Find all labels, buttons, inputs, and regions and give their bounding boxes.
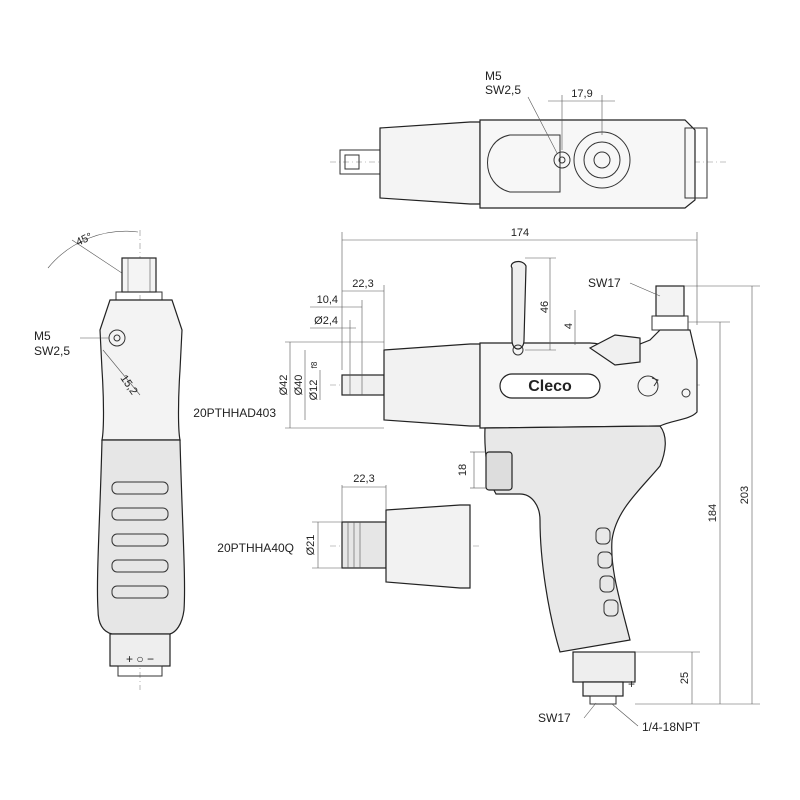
main-view-grip-slot-2 bbox=[597, 551, 613, 569]
main-view-reverse-button bbox=[588, 334, 641, 366]
top-view-inner-ring bbox=[593, 151, 611, 169]
side-view-base bbox=[117, 665, 163, 677]
attachment-label-1: 20PTHHAD403 bbox=[193, 406, 276, 420]
top-view-lever-recess bbox=[487, 134, 561, 193]
side-view-offset-line bbox=[102, 349, 141, 396]
top-view-dim-width: 17,9 bbox=[571, 88, 592, 100]
top-view-leader bbox=[527, 96, 558, 154]
main-view-front-housing bbox=[383, 343, 481, 427]
main-view-grip-slot-3 bbox=[599, 575, 615, 593]
thread-leader bbox=[611, 703, 639, 727]
side-view-screw-label: M5 bbox=[34, 329, 51, 343]
attachment-housing bbox=[385, 504, 471, 589]
side-view-grip bbox=[96, 439, 186, 635]
top-view-main-housing bbox=[479, 119, 696, 209]
main-view-logo-badge bbox=[499, 373, 601, 399]
attachment-label-2: 20PTHHA40Q bbox=[217, 541, 294, 555]
top-view-screw-center bbox=[558, 156, 566, 164]
side-view-grip-slot-3 bbox=[111, 533, 169, 547]
top-view-wrench-label: SW2,5 bbox=[485, 83, 521, 97]
side-view: 45° + ○ − M5 SW2,5 15,2 bbox=[34, 230, 186, 690]
main-view-bottom-collar bbox=[572, 651, 636, 683]
bottom-wrench-label: SW17 bbox=[538, 711, 571, 725]
main-view: Cleco + 174 22,3 10,4 Ø2,4 bbox=[193, 227, 760, 734]
side-view-reverse-collar bbox=[109, 633, 171, 667]
top-view: 17,9 M5 SW2,5 bbox=[330, 69, 728, 209]
main-view-top-fitting-base bbox=[651, 315, 689, 331]
side-view-angle: 45° bbox=[74, 231, 94, 249]
attachment-dim-22: 22,3 bbox=[353, 473, 374, 485]
dim-lever-46: 46 bbox=[539, 301, 551, 313]
dim-dia-42: Ø42 bbox=[278, 375, 290, 396]
main-view-side-screw bbox=[681, 388, 691, 398]
inlet-wrench-label: SW17 bbox=[588, 276, 621, 290]
top-view-screw-label: M5 bbox=[485, 69, 502, 83]
side-view-grip-slot-1 bbox=[111, 481, 169, 495]
inlet-wrench-leader bbox=[629, 282, 661, 297]
main-view-top-fitting bbox=[655, 285, 685, 317]
main-view-rotation-icon bbox=[637, 375, 659, 397]
main-view-handle bbox=[484, 425, 666, 653]
main-view-square-drive bbox=[341, 374, 385, 396]
main-view-logo-text: Cleco bbox=[528, 378, 572, 395]
dim-height-203: 203 bbox=[739, 486, 751, 504]
attachment-view: 22,3 Ø21 20PTHHA40Q bbox=[217, 473, 480, 589]
top-view-mid-ring bbox=[583, 141, 621, 179]
side-view-grip-slot-2 bbox=[111, 507, 169, 521]
top-view-inlet bbox=[684, 127, 708, 199]
bottom-wrench-leader bbox=[583, 702, 597, 719]
dim-front-10: 10,4 bbox=[317, 294, 338, 306]
dim-height-184: 184 bbox=[707, 504, 719, 522]
main-view-rotation-arrow-icon bbox=[651, 377, 659, 387]
side-view-grip-slot-5 bbox=[111, 585, 169, 599]
dim-base-25: 25 bbox=[679, 672, 691, 684]
dim-total-length: 174 bbox=[511, 227, 529, 239]
side-view-head bbox=[99, 299, 183, 441]
top-view-front-housing bbox=[379, 121, 481, 205]
dim-trigger-18: 18 bbox=[457, 464, 469, 476]
side-view-angle-arc bbox=[47, 230, 139, 269]
dim-dia-12-tol: f8 bbox=[310, 361, 319, 368]
side-view-inlet-fitting bbox=[121, 257, 157, 293]
main-view-lever-pivot bbox=[512, 344, 524, 356]
side-view-controls: + ○ − bbox=[126, 652, 154, 666]
attachment-quick-change bbox=[341, 521, 387, 569]
side-view-screw-center bbox=[113, 334, 121, 342]
dim-front-22: 22,3 bbox=[352, 278, 373, 290]
main-view-trigger bbox=[485, 451, 513, 491]
main-view-grip-slot-1 bbox=[595, 527, 611, 545]
main-view-bottom-thread bbox=[589, 695, 617, 705]
dim-dia-2: Ø2,4 bbox=[314, 315, 338, 327]
dim-dia-12: Ø12 bbox=[308, 380, 320, 401]
attachment-dia-21: Ø21 bbox=[305, 535, 317, 556]
dim-gap-4: 4 bbox=[563, 323, 575, 329]
main-view-grip-slot-4 bbox=[603, 599, 619, 617]
main-view-bottom-fitting bbox=[582, 681, 624, 697]
main-view-bottom-plus: + bbox=[628, 677, 635, 691]
dim-dia-40: Ø40 bbox=[293, 375, 305, 396]
side-view-wrench-label: SW2,5 bbox=[34, 344, 70, 358]
inlet-thread-label: 1/4-18NPT bbox=[642, 720, 701, 734]
top-view-drive-tip bbox=[344, 154, 360, 170]
main-view-hanger-lever bbox=[510, 260, 527, 350]
side-view-grip-slot-4 bbox=[111, 559, 169, 573]
top-view-screw bbox=[553, 151, 571, 169]
side-view-fitting-base bbox=[115, 291, 163, 301]
